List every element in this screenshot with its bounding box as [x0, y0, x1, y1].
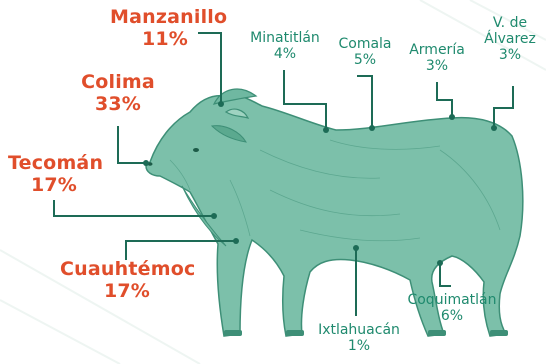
bull-dewlap — [181, 185, 227, 247]
label-ixtlahuacan-pct: 1% — [347, 338, 371, 355]
leader-cuauhtemoc — [125, 240, 236, 260]
leader-manzanillo — [198, 32, 222, 104]
leader-minatitlan — [283, 70, 327, 130]
label-minatitlan: Minatitlán 4% — [236, 30, 334, 62]
bull-hump — [212, 88, 258, 105]
label-colima-name: Colima — [81, 71, 155, 93]
bull-body — [145, 88, 524, 337]
leader-dots — [143, 101, 497, 266]
label-comala: Comala 5% — [330, 36, 400, 68]
bull-shading — [169, 139, 501, 242]
bull-ear — [210, 125, 247, 143]
bull-hooves — [224, 330, 508, 336]
label-manzanillo-pct: 11% — [141, 27, 189, 50]
label-cuauhtemoc-name: Cuauhtémoc — [60, 258, 196, 280]
label-minatitlan-name: Minatitlán — [250, 30, 320, 46]
leader-colima — [117, 126, 146, 164]
leader-comala — [357, 75, 373, 128]
label-coquimatlan-pct: 6% — [440, 308, 464, 325]
label-cuauhtemoc: Cuauhtémoc 17% — [60, 258, 196, 303]
label-ixtlahuacan: Ixtlahuacán 1% — [306, 322, 412, 354]
label-colima: Colima 33% — [78, 71, 158, 116]
label-armeria-name: Armería — [409, 42, 465, 58]
label-tecoman-name: Tecomán — [8, 152, 104, 174]
label-cuauhtemoc-pct: 17% — [103, 279, 151, 302]
label-tecoman: Tecomán 17% — [8, 152, 104, 197]
label-manzanillo: Manzanillo 11% — [110, 6, 228, 51]
label-valvarez-pct: 3% — [498, 47, 522, 64]
label-minatitlan-pct: 4% — [273, 46, 297, 63]
label-valvarez-name1: V. de — [492, 15, 528, 31]
label-comala-name: Comala — [338, 36, 392, 52]
leader-valvarez — [493, 86, 514, 128]
label-ixtlahuacan-name: Ixtlahuacán — [318, 322, 400, 338]
label-armeria: Armería 3% — [400, 42, 474, 74]
label-coquimatlan-name: Coquimatlán — [407, 292, 497, 308]
leader-lines — [53, 32, 514, 316]
label-manzanillo-name: Manzanillo — [110, 6, 228, 28]
label-tecoman-pct: 17% — [30, 173, 78, 196]
leader-coquimatlan — [439, 263, 451, 287]
label-comala-pct: 5% — [353, 52, 377, 69]
label-valvarez: V. de Álvarez 3% — [478, 15, 542, 63]
label-coquimatlan: Coquimatlán 6% — [398, 292, 506, 324]
label-colima-pct: 33% — [94, 92, 142, 115]
label-armeria-pct: 3% — [425, 58, 449, 75]
bull-eye — [193, 148, 199, 152]
bull-horn — [224, 108, 250, 119]
leader-armeria — [436, 82, 453, 117]
leader-tecoman — [53, 200, 214, 217]
label-valvarez-name2: Álvarez — [484, 31, 536, 48]
